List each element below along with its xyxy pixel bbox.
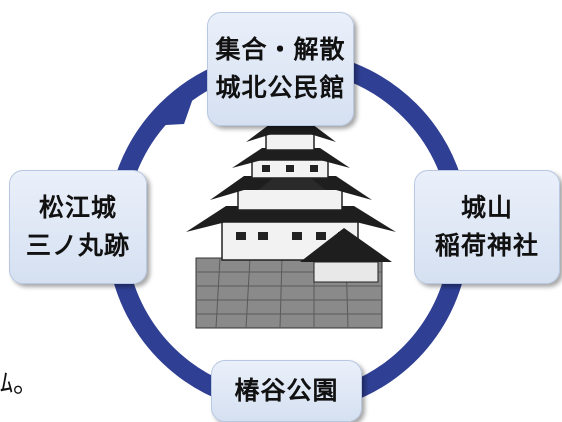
node-top-line1: 集合・解散 (215, 35, 346, 64)
node-shiroyama-inari: 城山 稲荷神社 (414, 170, 560, 284)
castle-lower-roof (186, 206, 396, 232)
castle-upper-roof (232, 148, 350, 168)
castle-middle-wall (237, 187, 343, 211)
node-bottom-line1: 椿谷公園 (234, 376, 339, 405)
node-right-line1: 城山 (460, 193, 513, 222)
node-tsubakidani-park: 椿谷公園 (211, 360, 362, 422)
node-right-line2: 稲荷神社 (434, 231, 539, 260)
castle-top-wall (265, 133, 315, 151)
node-top-line2: 城北公民館 (215, 73, 346, 102)
node-matsue-castle-sannomaru: 松江城 三ノ丸跡 (9, 170, 147, 284)
node-shuugou-kaisan: 集合・解散 城北公民館 (207, 12, 354, 126)
castle-top-roof (246, 124, 336, 142)
cropped-text-fragment: ﾑ。 (0, 369, 40, 399)
cycle-arrow-head (148, 84, 198, 126)
node-left-line2: 三ノ丸跡 (25, 231, 130, 260)
node-left-line1: 松江城 (38, 193, 117, 222)
castle-illustration (186, 102, 396, 329)
castle-side-gable (300, 228, 392, 262)
